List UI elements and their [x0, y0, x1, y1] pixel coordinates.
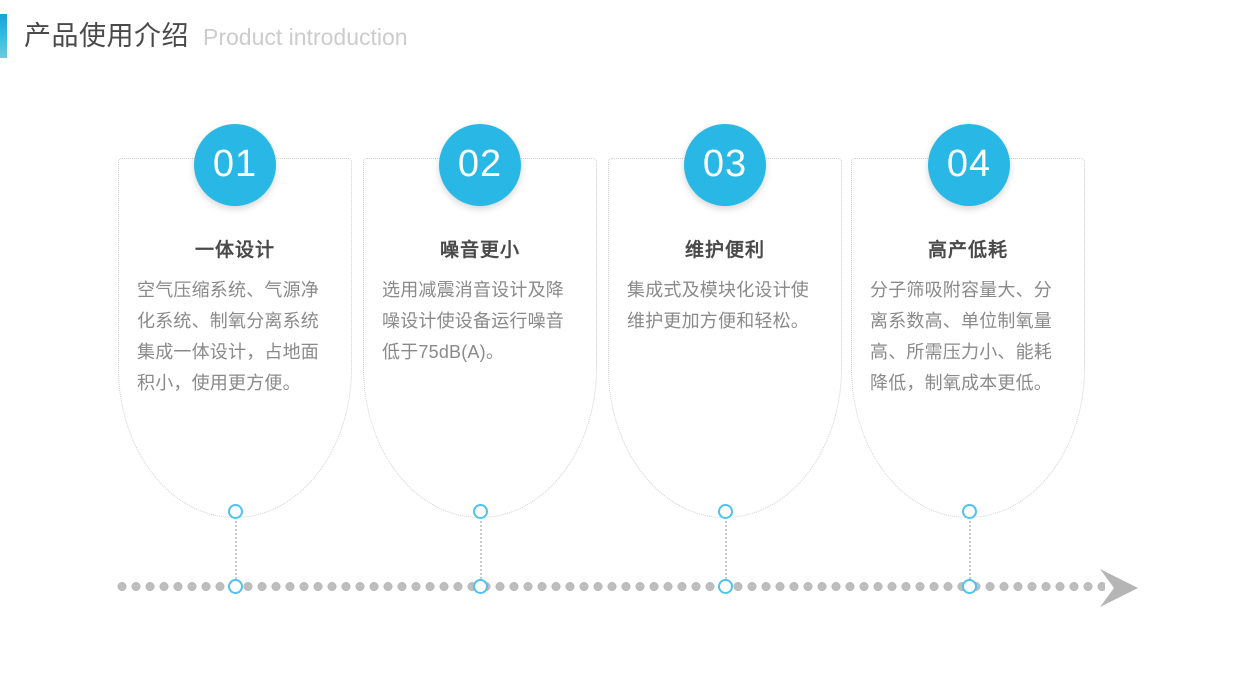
header-accent-bar [0, 14, 7, 58]
slide-header: 产品使用介绍 Product introduction [0, 14, 408, 58]
feature-card-title: 维护便利 [684, 240, 765, 261]
feature-card-1[interactable]: 一体设计 空气压缩系统、气源净化系统、制氧分离系统集成一体设计，占地面积小，使用… [118, 158, 352, 518]
step-bubble-1[interactable]: 01 [194, 124, 276, 206]
feature-card-title: 一体设计 [194, 240, 275, 261]
feature-card-4[interactable]: 高产低耗 分子筛吸附容量大、分离系数高、单位制氧量高、所需压力小、能耗降低，制氧… [851, 158, 1085, 518]
timeline-node-3[interactable] [718, 579, 733, 594]
feature-card-title: 高产低耗 [927, 240, 1008, 261]
feature-card-title: 噪音更小 [439, 240, 520, 261]
connector-line-2 [480, 521, 482, 579]
step-bubble-2[interactable]: 02 [439, 124, 521, 206]
card-tip-node-3 [718, 504, 733, 519]
step-number: 01 [212, 143, 258, 185]
page-title: 产品使用介绍 [24, 20, 189, 51]
connector-line-3 [725, 521, 727, 579]
feature-card-body: 选用减震消音设计及降噪设计使设备运行噪音低于75dB(A)。 [382, 280, 564, 362]
page-subtitle: Product introduction [203, 23, 408, 50]
timeline-track [115, 582, 1105, 591]
step-bubble-3[interactable]: 03 [684, 124, 766, 206]
connector-line-4 [969, 521, 971, 579]
feature-card-body: 分子筛吸附容量大、分离系数高、单位制氧量高、所需压力小、能耗降低，制氧成本更低。 [870, 280, 1052, 393]
card-tip-node-4 [962, 504, 977, 519]
timeline-node-1[interactable] [228, 579, 243, 594]
card-tip-node-2 [473, 504, 488, 519]
step-bubble-4[interactable]: 04 [928, 124, 1010, 206]
feature-card-body: 集成式及模块化设计使维护更加方便和轻松。 [627, 280, 809, 331]
feature-card-body: 空气压缩系统、气源净化系统、制氧分离系统集成一体设计，占地面积小，使用更方便。 [137, 280, 319, 393]
step-number: 03 [702, 143, 748, 185]
timeline-node-4[interactable] [962, 579, 977, 594]
feature-card-3[interactable]: 维护便利 集成式及模块化设计使维护更加方便和轻松。 [608, 158, 842, 518]
connector-line-1 [235, 521, 237, 579]
feature-card-2[interactable]: 噪音更小 选用减震消音设计及降噪设计使设备运行噪音低于75dB(A)。 [363, 158, 597, 518]
step-number: 04 [946, 143, 992, 185]
timeline-node-2[interactable] [473, 579, 488, 594]
card-tip-node-1 [228, 504, 243, 519]
step-number: 02 [457, 143, 503, 185]
